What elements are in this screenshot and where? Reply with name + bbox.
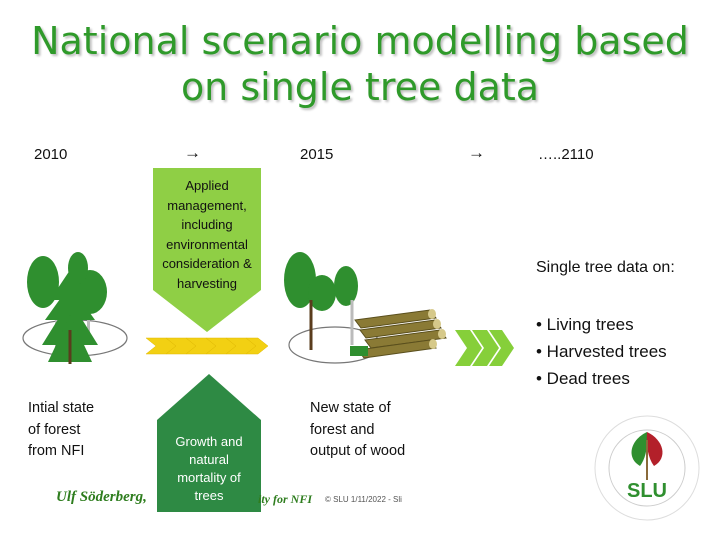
single-tree-heading: Single tree data on: [536,259,675,276]
title-line-1: National scenario modelling based [31,19,689,63]
management-arrow-shape [153,168,261,332]
management-line: harvesting [177,275,237,291]
page-title: National scenario modelling based on sin… [0,18,720,110]
initial-state-line: Intial state [28,400,95,416]
slu-logo: SLU [594,415,700,521]
initial-state-label: Intial state of forest from NFI [28,398,94,463]
year-end-label: …..2110 [538,146,594,163]
footer-title-fragment: ity for NFI [258,492,312,506]
initial-forest-illustration [22,252,128,364]
growth-line: trees [194,488,224,503]
year-mid-label: 2015 [300,146,334,163]
new-state-line: New state of [310,400,391,416]
footer-author: Ulf Söderberg, [56,489,147,505]
management-line: environmental [166,236,248,252]
management-line: consideration & [162,256,252,271]
new-state-label: New state of forest and output of wood [310,398,405,463]
growth-line: Growth and [175,434,243,449]
chevron-arrow-left [145,337,269,355]
management-line: Applied [185,178,229,193]
list-item: • Harvested trees [536,342,667,361]
chevron-arrow-right [455,330,514,366]
growth-arrow-shape [157,374,261,512]
list-item: • Dead trees [536,369,630,388]
arrow-right-icon-2: → [468,143,485,162]
single-tree-list: • Living trees • Harvested trees • Dead … [536,311,667,392]
new-forest-illustration [284,252,447,364]
growth-label: Growth and natural mortality of trees [157,433,261,505]
year-start-label: 2010 [34,146,68,163]
arrow-right-icon: → [184,143,201,162]
footer-copyright: © SLU 1/11/2022 - Sli [325,495,402,504]
management-line: management, [167,197,247,213]
new-state-line: output of wood [310,443,406,459]
initial-state-line: of forest [28,421,81,438]
management-line: including [181,217,233,232]
growth-line: natural [189,452,229,467]
title-line-2: on single tree data [180,65,540,109]
management-label: Applied management, including environmen… [153,176,261,293]
new-state-line: forest and [310,421,375,438]
growth-line: mortality of [177,470,241,485]
list-item: • Living trees [536,315,634,334]
initial-state-line: from NFI [28,443,85,459]
slu-logo-text: SLU [627,480,667,502]
